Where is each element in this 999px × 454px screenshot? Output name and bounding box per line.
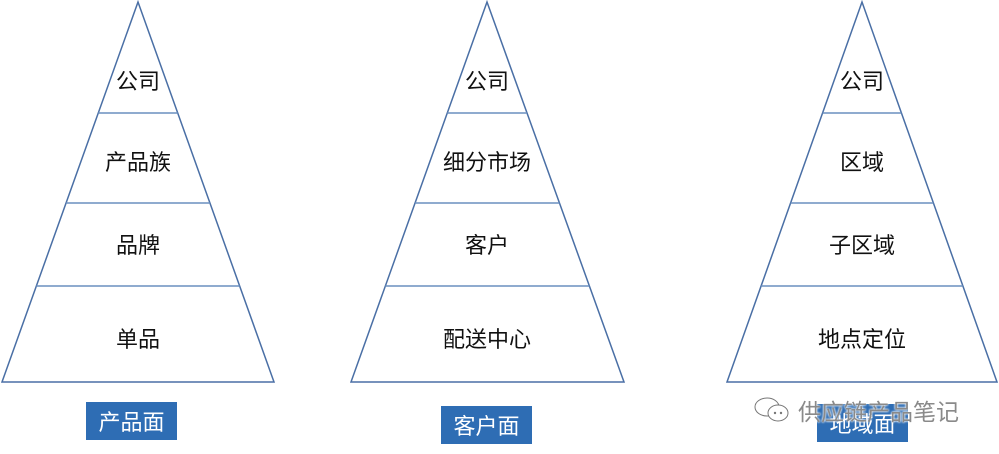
watermark: 供应链产品笔记 (752, 393, 959, 427)
geography-level-label: 区域 (840, 151, 884, 176)
wechat-icon (754, 397, 789, 422)
geography-pyramid-outline (725, 0, 999, 383)
customer-pyramid-outline (349, 0, 626, 383)
geography-level-label: 子区域 (829, 234, 895, 259)
product-level-label: 品牌 (116, 234, 160, 259)
watermark-text: 供应链产品笔记 (798, 400, 959, 426)
product-level-label: 单品 (116, 328, 160, 353)
product-level-label: 产品族 (105, 151, 171, 176)
customer-level-label: 细分市场 (443, 151, 531, 176)
customer-level-label: 配送中心 (443, 328, 531, 353)
product-pyramid-outline (0, 0, 276, 383)
customer-dimension-tag: 客户面 (441, 406, 532, 444)
product-dimension-tag: 产品面 (86, 402, 177, 440)
geography-level-label: 公司 (840, 70, 884, 95)
geography-level-label: 地点定位 (818, 328, 906, 353)
geography-dimension-tag: 地域面 (817, 404, 908, 442)
customer-level-label: 客户 (465, 234, 509, 259)
product-level-label: 公司 (116, 70, 160, 95)
customer-level-label: 公司 (465, 70, 509, 95)
